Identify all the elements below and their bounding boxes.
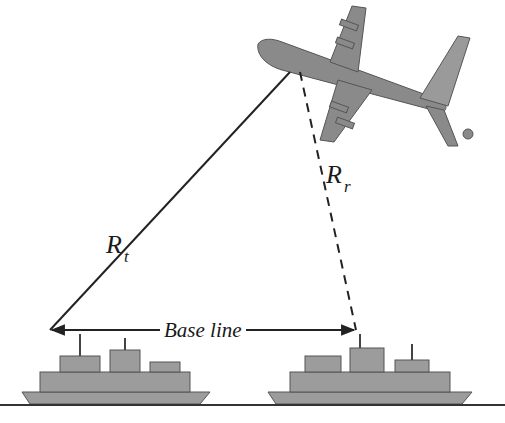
range-symbol: R [326, 162, 342, 188]
base-line-label: Base line [160, 319, 246, 342]
sea-line [0, 404, 505, 406]
ship-receiver [268, 334, 472, 404]
range-symbol: R [106, 232, 122, 258]
airplane [258, 6, 473, 146]
ship-transmitter [22, 334, 210, 404]
range-subscript: t [124, 248, 129, 265]
receive-range-line [300, 72, 356, 330]
transmit-range-line [50, 72, 290, 330]
range-subscript: r [344, 178, 351, 195]
